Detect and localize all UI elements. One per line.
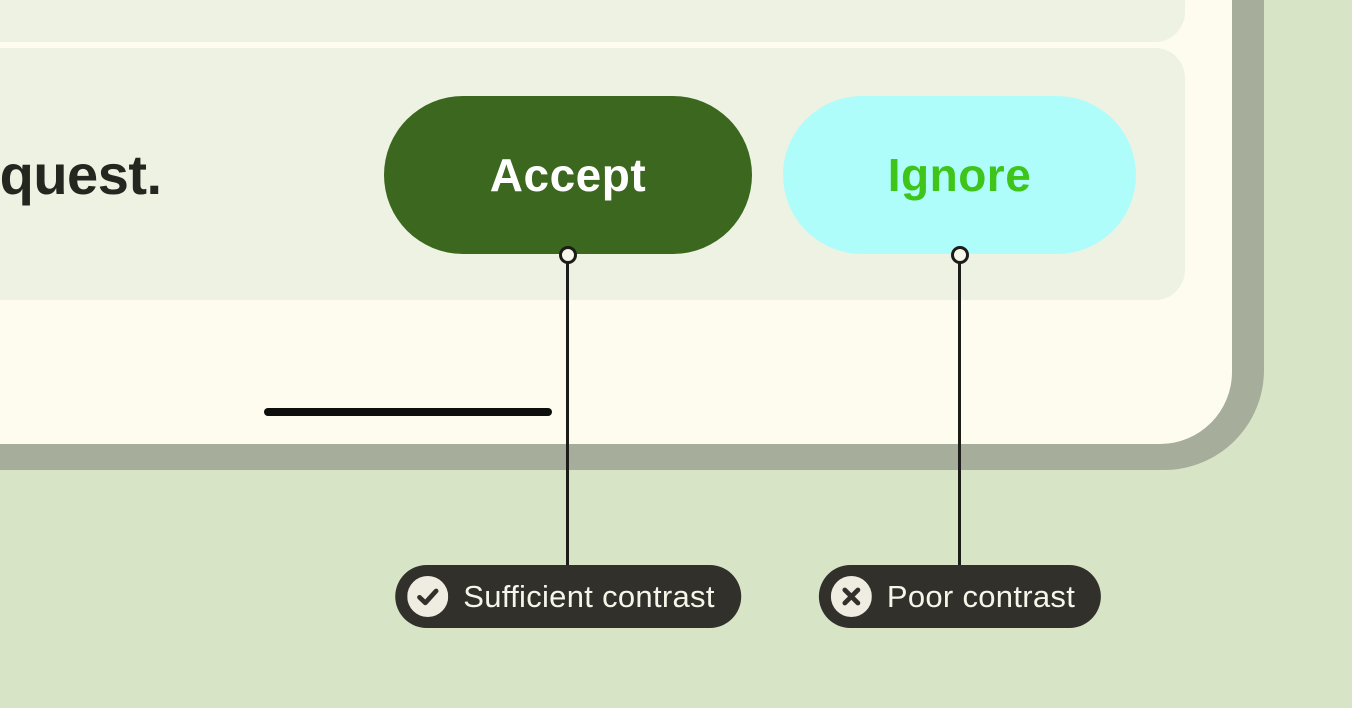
callout-label: Poor contrast [886,578,1076,614]
callout-label: Sufficient contrast [463,578,715,614]
screen-card: a request. Accept Ignore [0,0,1232,444]
content-panel-top [0,0,1185,42]
device-frame: a request. Accept Ignore [0,0,1264,470]
connector-anchor-dot-accept [559,246,577,264]
callout-poor-contrast: Poor contrast [818,565,1102,628]
dialog-message-text: a request. [0,142,162,206]
check-circle-icon [407,576,449,617]
connector-line-ignore [958,263,961,566]
connector-line-accept [566,263,569,566]
connector-anchor-dot-ignore [951,246,969,264]
divider-bar [264,408,552,416]
dialog-panel: a request. Accept Ignore [0,48,1185,300]
ignore-button[interactable]: Ignore [783,96,1136,254]
x-circle-icon [830,576,872,617]
callout-sufficient-contrast: Sufficient contrast [395,565,741,628]
accept-button[interactable]: Accept [384,96,752,254]
